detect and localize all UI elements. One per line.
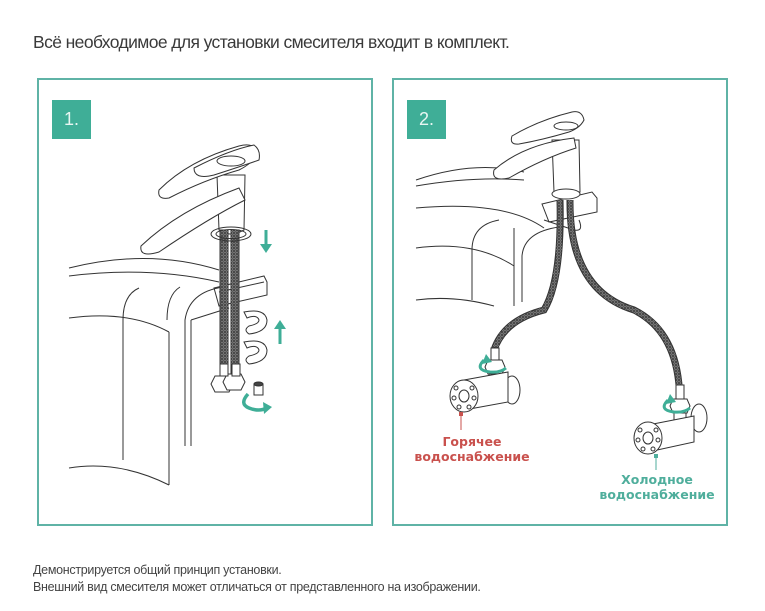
cold-marker xyxy=(654,454,658,458)
flexible-hose-braid xyxy=(491,199,682,386)
step-2-badge: 2. xyxy=(407,100,446,139)
rotate-arrow-icon xyxy=(662,394,691,414)
hot-water-valve-icon xyxy=(449,347,521,413)
sink-icon xyxy=(68,257,230,486)
disclaimer-line1: Демонстрируется общий принцип установки. xyxy=(33,563,282,577)
step-2-illustration xyxy=(415,111,708,470)
cold-water-label-line2: водоснабжение xyxy=(599,487,715,502)
arrow-down-icon xyxy=(260,230,272,253)
step-2-panel: 2. Горячее водоснабжение Холодное водосн… xyxy=(392,78,728,526)
step-1-panel: 1. xyxy=(37,78,373,526)
flexible-hose-icon xyxy=(219,229,240,381)
hot-marker xyxy=(459,412,463,416)
rotate-arrow-icon xyxy=(478,354,507,374)
step-1-illustration xyxy=(68,144,286,486)
arrow-up-icon xyxy=(274,320,286,344)
cold-water-label-line1: Холодное xyxy=(621,472,693,487)
washer-icon xyxy=(210,226,252,242)
hot-water-label: Горячее водоснабжение xyxy=(414,434,530,464)
step-1-badge: 1. xyxy=(52,100,91,139)
hose-fitting-icon xyxy=(210,363,246,393)
nut-icon xyxy=(253,381,264,396)
cold-water-valve-icon xyxy=(633,384,708,455)
horseshoe-washer-icon xyxy=(243,310,268,365)
hot-water-label-line1: Горячее xyxy=(442,434,502,449)
rotate-arrow-icon xyxy=(242,392,272,414)
faucet-icon xyxy=(140,144,260,255)
sink-icon xyxy=(415,167,560,307)
faucet-icon xyxy=(493,111,585,200)
page-title: Всё необходимое для установки смесителя … xyxy=(33,32,510,52)
disclaimer: Демонстрируется общий принцип установки.… xyxy=(33,562,481,596)
cold-water-label: Холодное водоснабжение xyxy=(599,472,715,502)
hot-water-label-line2: водоснабжение xyxy=(414,449,530,464)
disclaimer-line2: Внешний вид смесителя может отличаться о… xyxy=(33,580,481,594)
